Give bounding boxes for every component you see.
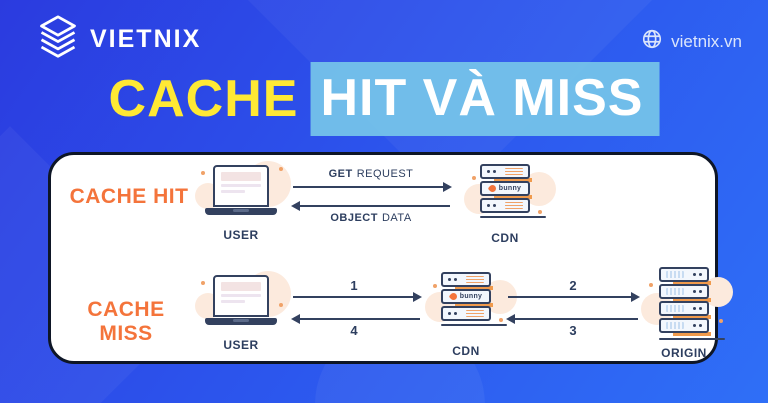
step-4-label: 4 — [350, 323, 358, 338]
server-unit-bunny: bunny — [480, 181, 530, 196]
server-vents — [505, 168, 523, 175]
globe-icon — [641, 28, 663, 55]
origin-label: ORIGIN — [661, 346, 707, 360]
bunny-logo-text: bunny — [459, 293, 483, 300]
server-baseline — [659, 338, 725, 340]
cache-hit-label: CACHE HIT — [69, 185, 189, 208]
brand-logo: VIETNIX — [36, 14, 201, 65]
server-vents — [666, 271, 684, 278]
laptop-icon — [205, 275, 277, 325]
cdn-server-hit: bunny — [464, 164, 556, 218]
dot-decoration — [279, 167, 283, 171]
server-unit — [659, 267, 709, 282]
cdn-label-hit: CDN — [491, 231, 519, 245]
server-vents — [666, 322, 684, 329]
vietnix-layers-icon — [36, 14, 80, 65]
laptop-base — [205, 208, 277, 215]
server-unit — [441, 272, 491, 287]
server-separator — [494, 195, 532, 199]
brand-name: VIETNIX — [90, 25, 202, 53]
step-3-label: 3 — [569, 323, 577, 338]
server-unit — [480, 164, 530, 179]
server-vents — [666, 288, 684, 295]
dot-decoration — [201, 171, 205, 175]
laptop-screen — [213, 165, 269, 207]
title-hit-va-miss: HIT VÀ MISS — [310, 62, 660, 136]
laptop-icon — [205, 165, 277, 215]
server-vents — [666, 305, 684, 312]
website-url: vietnix.vn — [671, 31, 742, 51]
dot-decoration — [649, 283, 653, 287]
server-separator — [455, 303, 493, 307]
cache-miss-label: CACHE MISS — [87, 298, 165, 345]
dot-decoration — [201, 281, 205, 285]
server-separator — [494, 178, 532, 182]
laptop-base — [205, 318, 277, 325]
arrow-step-3 — [506, 314, 638, 324]
server-vents — [466, 276, 484, 283]
dot-decoration — [538, 210, 542, 214]
website-badge: vietnix.vn — [641, 28, 742, 55]
user-figure-hit — [195, 161, 291, 222]
server-unit-bunny: bunny — [441, 289, 491, 304]
arrow-get-request — [293, 182, 452, 192]
step-2-label: 2 — [569, 278, 577, 293]
page-title: CACHE HIT VÀ MISS — [109, 62, 660, 136]
server-unit — [480, 198, 530, 213]
laptop-screen — [213, 275, 269, 317]
dot-decoration — [433, 284, 437, 288]
server-separator — [673, 315, 711, 319]
bunny-logo-text: bunny — [498, 185, 522, 192]
server-unit — [659, 301, 709, 316]
data-label: DATA — [381, 212, 412, 224]
server-baseline — [441, 324, 507, 326]
title-cache: CACHE — [108, 70, 299, 128]
request-label: REQUEST — [356, 168, 414, 180]
server-vents — [466, 310, 484, 317]
dot-decoration — [279, 303, 283, 307]
arrow-step-4 — [291, 314, 420, 324]
server-unit — [441, 306, 491, 321]
get-label-bold: GET — [328, 168, 353, 180]
bunny-logo-icon — [448, 291, 459, 302]
server-separator — [673, 281, 711, 285]
dot-decoration — [472, 176, 476, 180]
dot-decoration — [499, 318, 503, 322]
cdn-label-miss: CDN — [452, 344, 480, 358]
origin-server — [641, 267, 733, 340]
server-separator — [673, 332, 711, 336]
server-baseline — [480, 216, 546, 218]
user-label-miss: USER — [223, 338, 259, 352]
step-1-label: 1 — [350, 278, 358, 293]
server-unit — [659, 284, 709, 299]
dot-decoration — [719, 319, 723, 323]
server-vents — [505, 202, 523, 209]
user-label-hit: USER — [223, 228, 259, 242]
server-separator — [455, 286, 493, 290]
server-separator — [673, 298, 711, 302]
server-unit — [659, 318, 709, 333]
arrow-step-1 — [293, 292, 422, 302]
user-figure-miss — [195, 271, 291, 332]
object-label-bold: OBJECT — [330, 212, 378, 224]
bunny-logo-icon — [487, 183, 498, 194]
cdn-server-miss: bunny — [425, 272, 517, 326]
arrow-object-data — [291, 201, 450, 211]
arrow-step-2 — [508, 292, 640, 302]
